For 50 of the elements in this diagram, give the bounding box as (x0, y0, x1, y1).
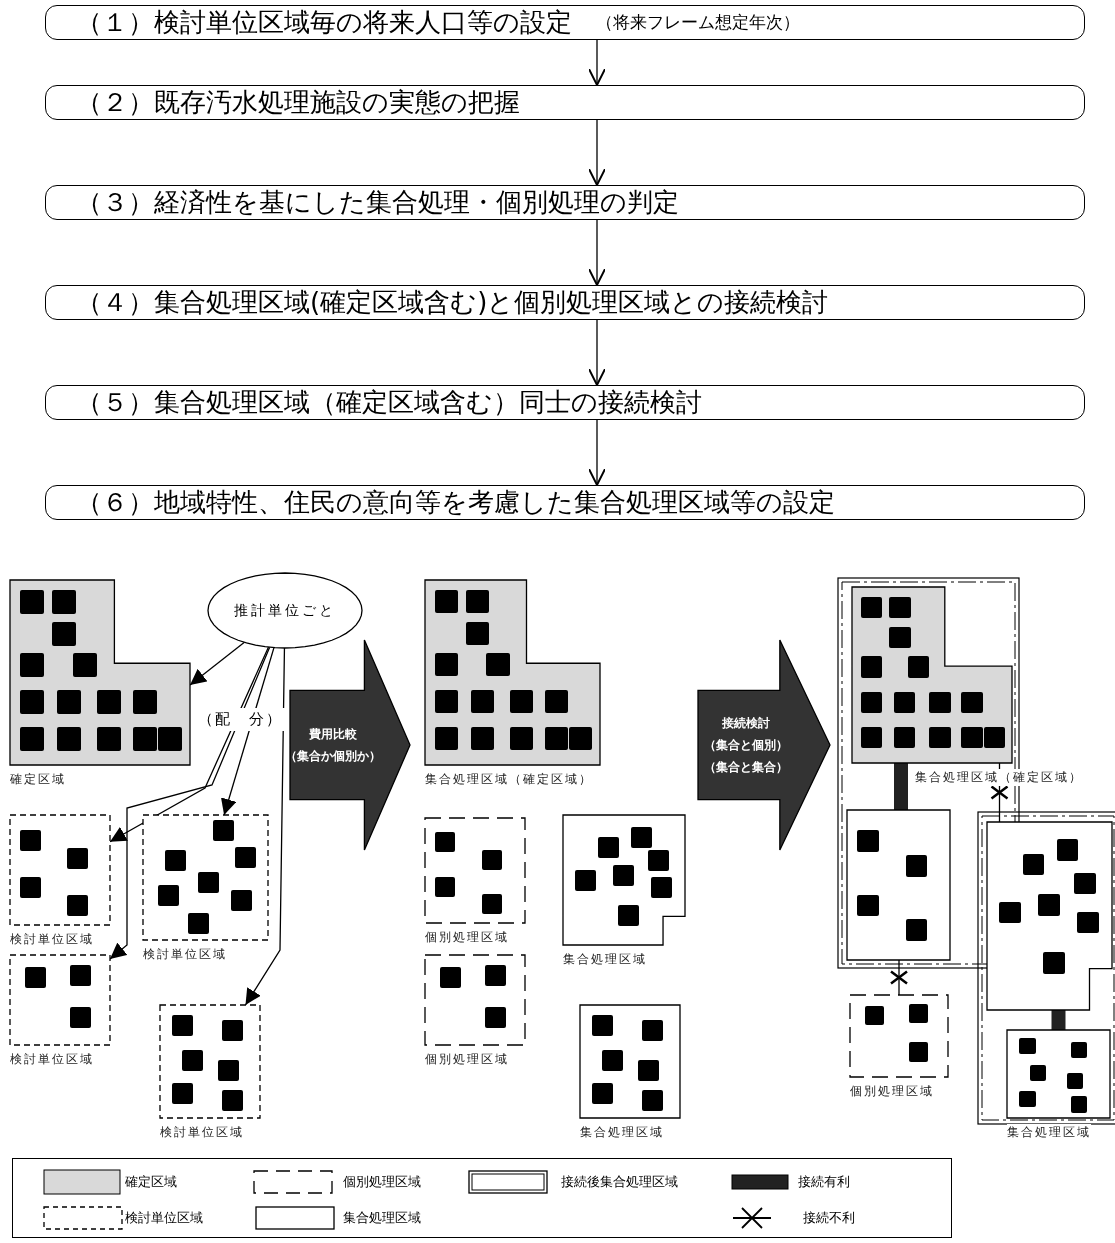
arrow-text: （集合と個別） (703, 737, 788, 754)
arrow (588, 219, 606, 286)
legend-text: 検討単位区域 (125, 1209, 203, 1227)
process-step-box (45, 385, 1085, 420)
process-step-box (45, 185, 1085, 220)
notched-area-box (987, 822, 1112, 1010)
area-label: 検討単位区域 (143, 946, 227, 963)
connection-bar (1051, 1010, 1066, 1030)
arrow (109, 646, 271, 960)
arrow (588, 419, 606, 486)
arrow-text: （集合と集合） (703, 759, 788, 776)
legend-text: 集合処理区域 (343, 1209, 421, 1227)
arrow (244, 647, 286, 1006)
area-label: 集合処理区域 (580, 1124, 664, 1141)
process-step-box (45, 85, 1085, 120)
ellipse-text: 推計単位ごと (234, 601, 336, 620)
connection-bar (894, 763, 908, 810)
step-text: （４）集合処理区域(確定区域含む)と個別処理区域との接続検討 (76, 286, 829, 319)
step-text: （１）検討単位区域毎の将来人口等の設定 (76, 6, 572, 39)
arrow (588, 39, 606, 86)
process-step-box (45, 285, 1085, 320)
step-text: （５）集合処理区域（確定区域含む）同士の接続検討 (76, 386, 702, 419)
area-label: 集合処理区域 (563, 951, 647, 968)
arrow (588, 119, 606, 186)
area-label: 個別処理区域 (850, 1083, 934, 1100)
area-label: 個別処理区域 (425, 1051, 509, 1068)
area-label: 検討単位区域 (10, 931, 94, 948)
area-label: 確定区域 (10, 771, 66, 788)
step-text: （６）地域特性、住民の意向等を考慮した集合処理区域等の設定 (76, 486, 835, 519)
area-label: 検討単位区域 (160, 1124, 244, 1141)
right-arrow-shape (290, 640, 410, 850)
area-label: 検討単位区域 (10, 1051, 94, 1068)
legend-text: 接続後集合処理区域 (561, 1173, 678, 1191)
step-text: （２）既存汚水処理施設の実態の把握 (76, 86, 520, 119)
arrow-text: 接続検討 (721, 715, 770, 732)
arrow (588, 319, 606, 386)
legend-text: 個別処理区域 (343, 1173, 421, 1191)
arrow-text: （集合か個別か） (285, 748, 382, 765)
legend-text: 接続有利 (798, 1173, 850, 1191)
area-label: 個別処理区域 (425, 929, 509, 946)
process-step-box (45, 5, 1085, 40)
step-text: （３）経済性を基にした集合処理・個別処理の判定 (76, 186, 679, 219)
area-label: 集合処理区域 (1007, 1124, 1091, 1141)
right-arrow-shape (698, 640, 830, 850)
note-text: （将来フレーム想定年次） (596, 11, 800, 34)
area-box (847, 810, 950, 960)
legend-text: 確定区域 (125, 1173, 177, 1191)
process-step-box (45, 485, 1085, 520)
legend-text: 接続不利 (803, 1209, 855, 1227)
arrow-text: 費用比較 (309, 726, 358, 743)
